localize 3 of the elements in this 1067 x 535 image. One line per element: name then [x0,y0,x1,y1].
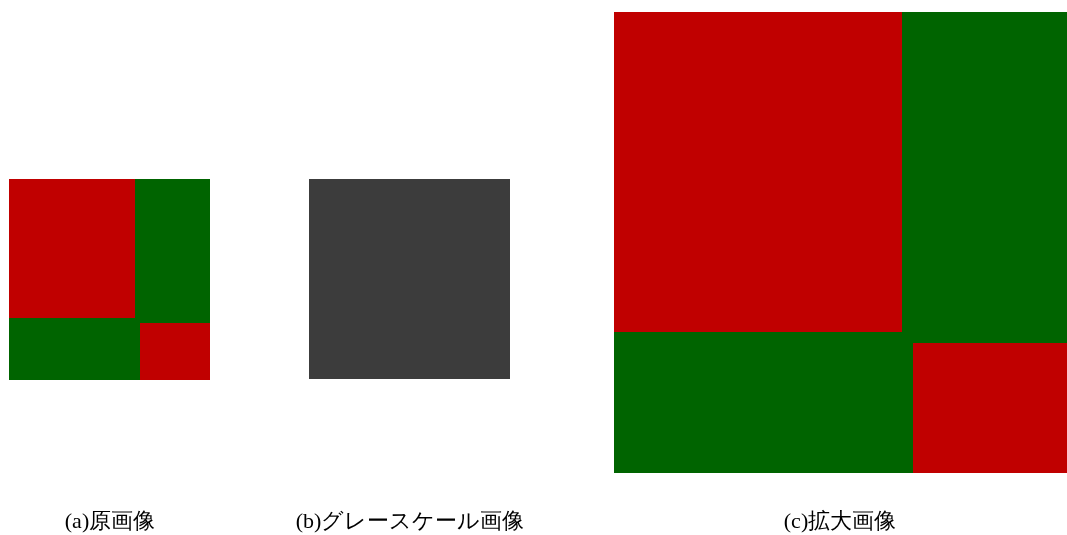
caption: (c)拡大画像 [783,507,897,535]
caption: (b)グレースケール画像 [295,507,525,535]
caption: (a)原画像 [64,507,156,535]
